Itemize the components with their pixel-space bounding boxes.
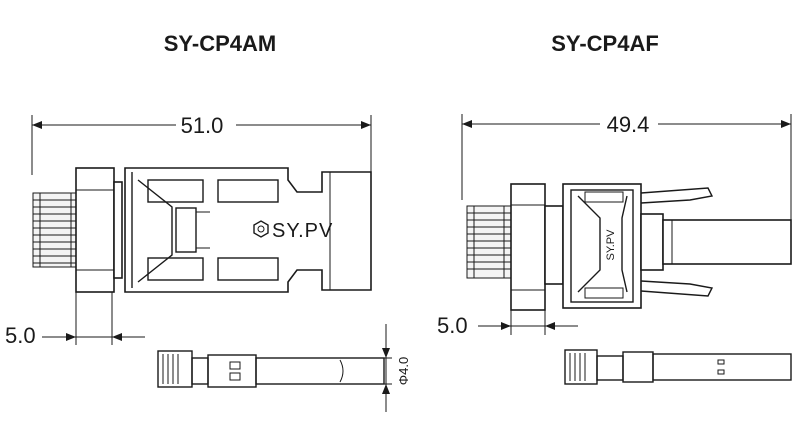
right-latch-arms xyxy=(640,187,792,297)
right-overall-dimension: 49.4 xyxy=(461,111,792,222)
right-small-dim-value: 5.0 xyxy=(437,313,468,338)
left-thread xyxy=(32,192,79,268)
left-overall-dimension: 51.0 xyxy=(31,112,372,175)
right-length-value: 49.4 xyxy=(607,112,650,137)
right-socket-contact xyxy=(564,349,792,385)
left-small-dimension: 5.0 xyxy=(5,292,145,348)
left-brand-logo xyxy=(253,220,269,238)
left-connector-body xyxy=(124,167,372,293)
diameter-label: Φ4.0 xyxy=(396,357,411,385)
left-pin-contact xyxy=(157,350,385,388)
left-length-value: 51.0 xyxy=(181,113,224,138)
left-model-title: SY-CP4AM xyxy=(164,31,276,56)
right-connector-body xyxy=(562,183,642,309)
right-brand-text: SY.PV xyxy=(605,229,617,261)
right-small-dimension: 5.0 xyxy=(437,310,578,338)
left-diameter-dimension: Φ4.0 xyxy=(380,324,411,412)
left-brand-text: SY.PV xyxy=(272,220,333,242)
left-hex-nut xyxy=(75,167,123,293)
right-model-title: SY-CP4AF xyxy=(551,31,659,56)
right-thread xyxy=(466,205,512,279)
right-hex-nut xyxy=(510,183,564,311)
left-small-dim-value: 5.0 xyxy=(5,323,36,348)
